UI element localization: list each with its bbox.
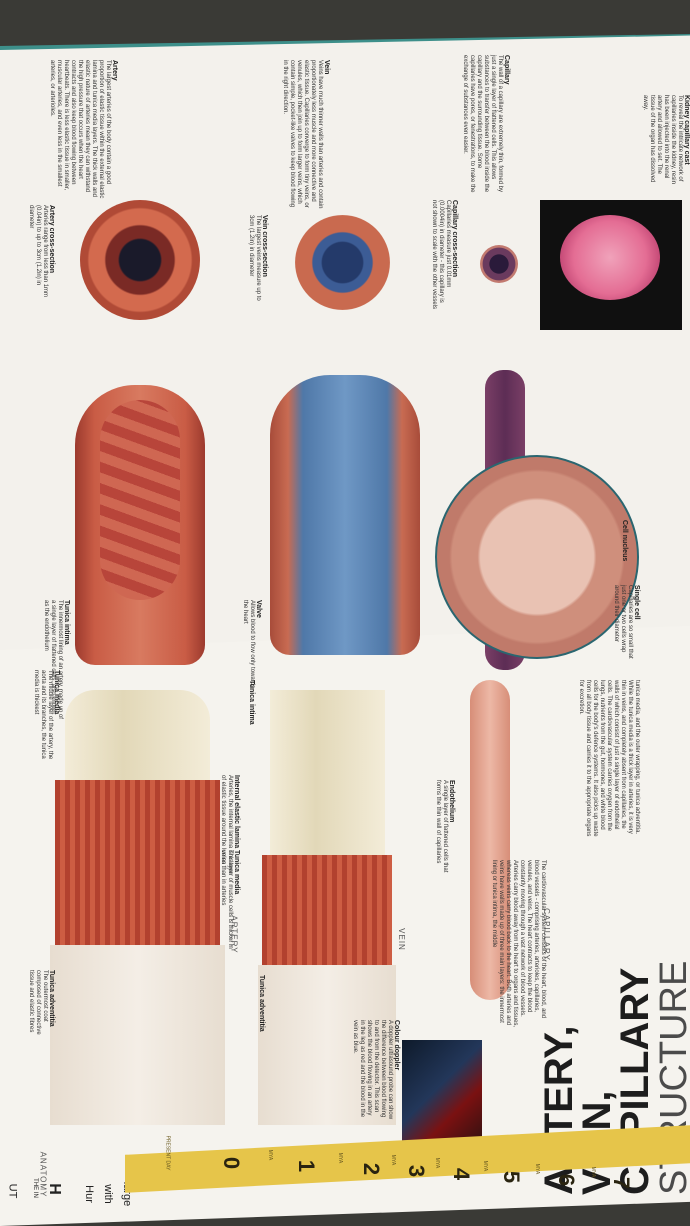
side-kidney-text: To reveal the intricate network of capil… xyxy=(642,95,683,184)
side-cap-title: Capillary xyxy=(503,55,510,85)
section-vein: VEIN xyxy=(396,928,406,951)
tunica-adventitia-label: Tunica adventitia The outermost coat com… xyxy=(27,970,55,1050)
internal-elastic-label: Internal elastic lamina Arteries, the in… xyxy=(219,775,240,875)
timeline-number-3: 3 xyxy=(404,1164,430,1178)
tunica-intima-left-title: Tunica intima xyxy=(248,680,255,725)
internal-elastic-text: Arteries, the internal lamina is a layer… xyxy=(220,775,233,874)
colour-doppler-title: Colour doppler xyxy=(393,1020,400,1071)
vein-cross-title: Vein cross-section xyxy=(261,215,268,277)
valve-text: Allows blood to flow only towards the he… xyxy=(242,600,255,689)
side-vein-block: Vein Veins have much thinner walls than … xyxy=(281,60,330,210)
single-cell-text: Capillaries are so small that just one o… xyxy=(613,585,633,659)
top-left-media-title: Tunica media xyxy=(53,670,60,715)
vein-cross-label: Vein cross-section The largest veins mea… xyxy=(247,215,268,310)
left-capillary xyxy=(470,680,510,1000)
tunica-adventitia-title: Tunica adventitia xyxy=(48,970,55,1027)
valve-label: Valve Allows blood to flow only towards … xyxy=(241,600,262,690)
tunica-adventitia-text: The outermost coat composed of connectiv… xyxy=(28,970,48,1035)
side-artery-title: Artery xyxy=(111,60,118,81)
left-vein-media xyxy=(262,855,392,965)
tunica-adventitia-vein-label: Tunica adventitia xyxy=(258,975,265,1055)
capillary-cross-section-illustration xyxy=(480,245,518,283)
timeline-mya-5: MYA xyxy=(482,1160,489,1172)
internal-elastic-title: Internal elastic lamina xyxy=(233,775,240,849)
timeline-mya-3: MYA xyxy=(390,1154,397,1166)
kidney-capillary-photo xyxy=(540,200,682,330)
edge-text-3: H xyxy=(45,1183,63,1195)
endothelium-label: Endothelium A single layer of flattened … xyxy=(434,780,455,880)
artery-cross-label: Artery cross-section Arteries range from… xyxy=(27,205,55,305)
single-cell-label: Single cell Capillaries are so small tha… xyxy=(612,585,640,665)
timeline-mya-6: MYA xyxy=(534,1163,541,1175)
side-vein-title: Vein xyxy=(323,60,330,75)
edge-text-4: Hur xyxy=(82,1185,95,1203)
endothelium-text: A single layer of flattened cells that f… xyxy=(435,780,448,873)
body-text-2: tunica media, and the outer wrapping, or… xyxy=(577,680,640,840)
body-text-1: The cardiovascular system consists of th… xyxy=(490,860,546,1030)
artery-cross-section-illustration xyxy=(80,200,200,320)
vein-illustration xyxy=(270,375,420,655)
body-intro-cont: tunica media, and the outer wrapping, or… xyxy=(578,680,640,837)
left-artery-adventitia xyxy=(50,945,225,1125)
cell-nucleus-title: Cell nucleus xyxy=(621,520,628,562)
cell-nucleus-label: Cell nucleus xyxy=(621,520,628,580)
timeline-number-2: 2 xyxy=(359,1162,385,1176)
left-artery-media xyxy=(55,780,220,945)
side-cap-block: Capillary The wall of a capillary are ex… xyxy=(461,55,510,195)
timeline-number-4: 4 xyxy=(449,1167,475,1181)
artery-intima-illustration xyxy=(100,400,180,600)
top-left-media-label: Tunica media The middle layer of the art… xyxy=(32,670,60,760)
kidney-cast-image xyxy=(560,215,660,300)
vein-cross-text: The largest veins measure up to 3cm (1.2… xyxy=(248,215,261,301)
side-kidney-title: Kidney capillary cast xyxy=(683,95,690,165)
timeline-mya-2: MYA xyxy=(337,1152,344,1164)
timeline-number-5: 5 xyxy=(499,1170,525,1184)
side-vein-text: Veins have much thinner walls than arter… xyxy=(282,60,323,209)
colour-doppler-text: A doppler ultrasound probe can show the … xyxy=(352,1020,393,1120)
top-left-media-text: The middle layer of the artery, the aort… xyxy=(33,670,53,760)
timeline-number-7: 7 xyxy=(609,1176,635,1190)
colour-doppler-label: Colour doppler A doppler ultrasound prob… xyxy=(351,1020,400,1120)
cap-cross-title: Capillary cross-section xyxy=(451,200,458,278)
tunica-intima-left-label: Tunica intima xyxy=(248,680,255,740)
cap-cross-text: Capillaries measure just 0.01mm (0.0004i… xyxy=(431,200,451,310)
single-cell-title: Single cell xyxy=(633,585,640,620)
vein-cross-section-illustration xyxy=(295,215,390,310)
side-cap-text: The wall of a capillary are extremely th… xyxy=(462,55,503,193)
tunica-intima-title: Tunica intima xyxy=(63,600,70,645)
timeline-mya-4: MYA xyxy=(434,1157,441,1169)
section-artery: ARTERY xyxy=(229,915,239,954)
timeline-number-1: 1 xyxy=(294,1159,320,1173)
side-artery-block: Artery The largest arteries of the body … xyxy=(48,60,118,200)
endothelium-title: Endothelium xyxy=(448,780,455,823)
capillary-zoom-circle xyxy=(435,455,639,659)
side-kidney-block: Kidney capillary cast To reveal the intr… xyxy=(641,95,690,190)
side-artery-text: The largest arteries of the body contain… xyxy=(49,60,111,199)
timeline-mya-7: MYA xyxy=(590,1166,597,1178)
edge-text-2: THE IN xyxy=(31,1178,38,1198)
edge-text-5: with xyxy=(101,1184,114,1204)
tunica-adventitia-vein-title: Tunica adventitia xyxy=(258,975,265,1032)
timeline-mya-1: MYA xyxy=(267,1149,274,1161)
timeline-number-0: 0 xyxy=(219,1156,245,1170)
left-vein-adventitia xyxy=(258,965,396,1125)
artery-cross-title: Artery cross-section xyxy=(48,205,55,274)
cap-cross-label: Capillary cross-section Capillaries meas… xyxy=(430,200,458,310)
body-intro: The cardiovascular system consists of th… xyxy=(491,860,546,1028)
timeline-label: PRESENT DAY xyxy=(164,1135,171,1171)
valve-title: Valve xyxy=(255,600,262,618)
artery-cross-text: Arteries range from less than 1mm (0.04i… xyxy=(28,205,48,298)
timeline-number-6: 6 xyxy=(554,1173,580,1187)
edge-text-1: UT xyxy=(6,1183,19,1199)
